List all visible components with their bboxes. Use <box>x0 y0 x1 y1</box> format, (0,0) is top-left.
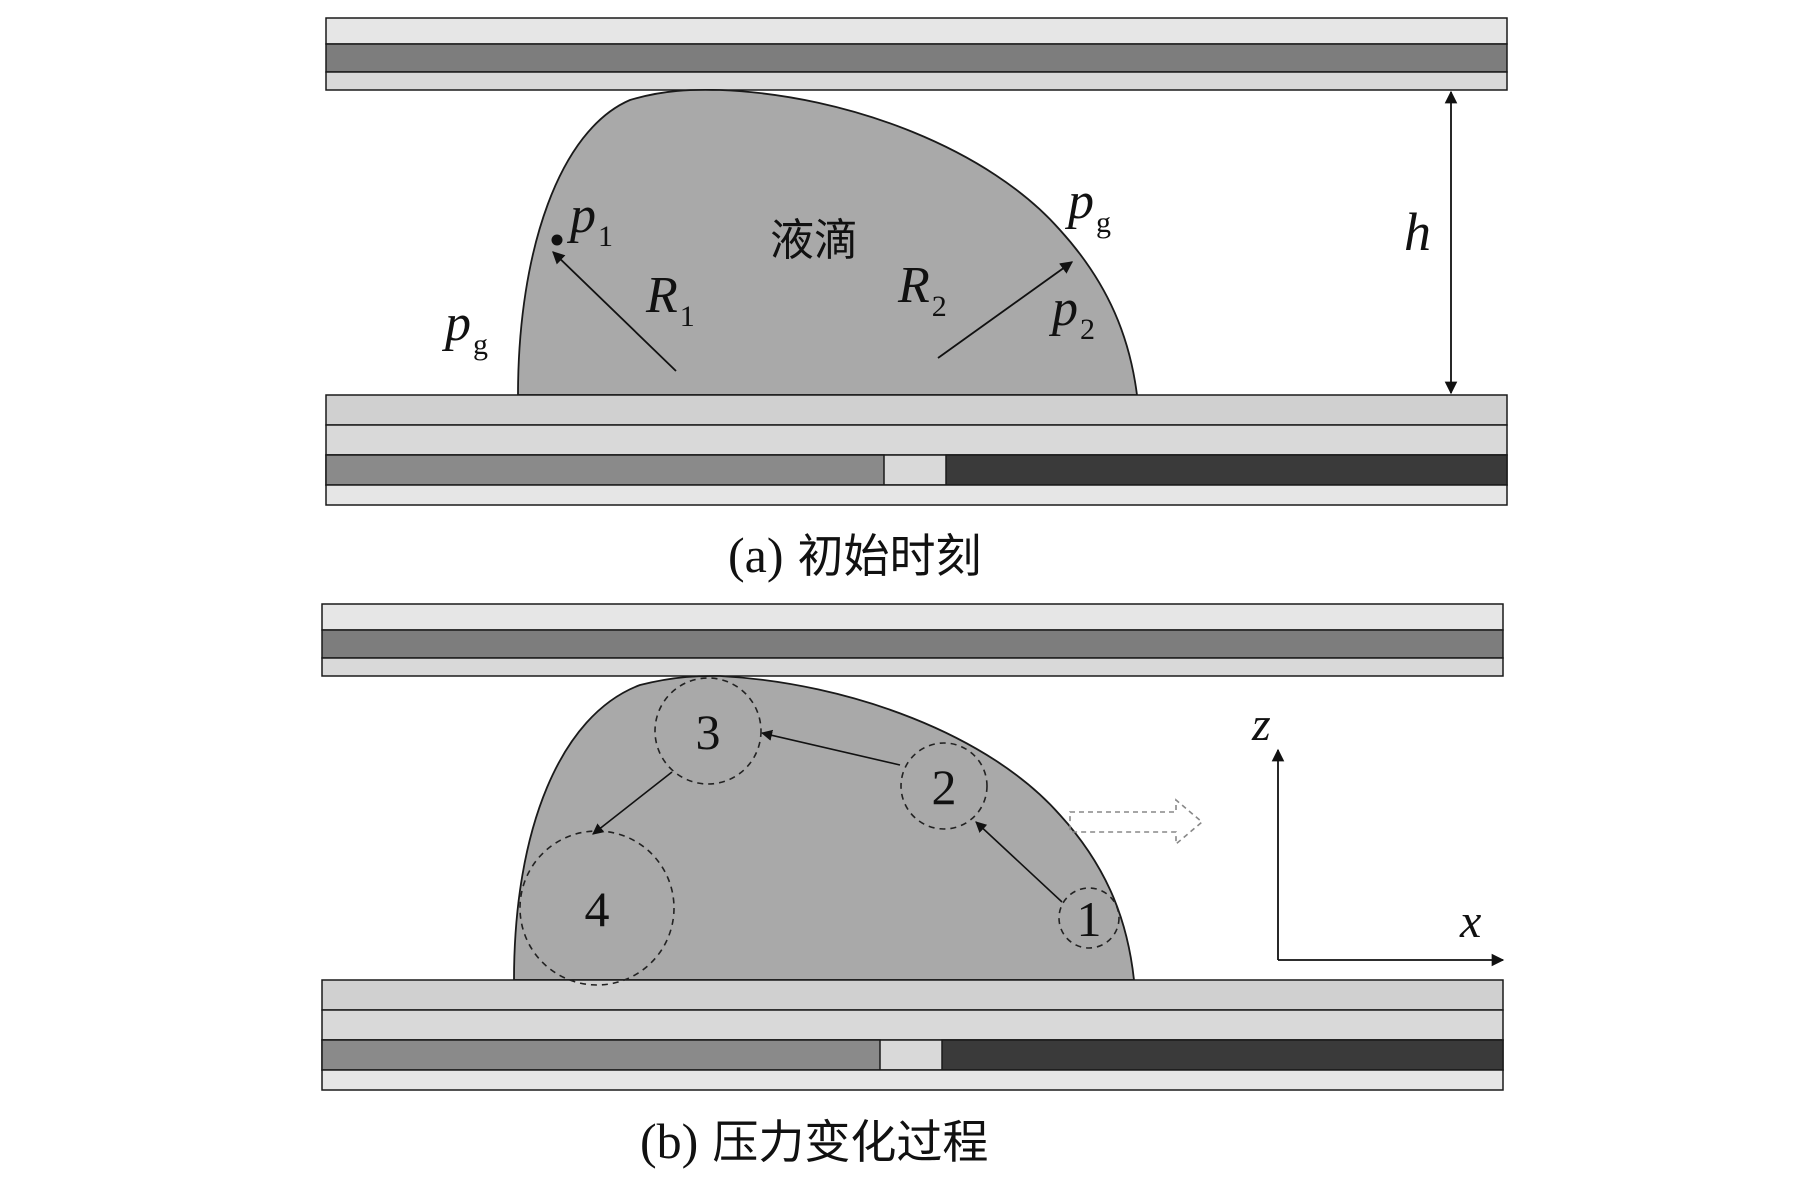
r2-label: R2 <box>897 257 947 323</box>
caption-a: (a)初始时刻 <box>728 527 982 583</box>
r1-label: R1 <box>645 267 695 333</box>
region-label-3: 3 <box>696 704 721 760</box>
top-plate <box>325 17 1508 91</box>
p1-point <box>551 234 563 246</box>
panel-a: 液滴 pg p1 R1 R2 pg p2 h (a)初始时刻 <box>325 17 1508 583</box>
region-label-1: 1 <box>1077 891 1102 947</box>
droplet-shape-b <box>513 675 1136 981</box>
arrow-2-to-3 <box>760 729 901 766</box>
region-label-4: 4 <box>585 881 610 937</box>
top-plate-b <box>321 603 1504 677</box>
p-gas-right-label: pg <box>1064 173 1111 239</box>
p-gas-left-label: pg <box>441 295 488 361</box>
region-label-2: 2 <box>932 759 957 815</box>
r2-arrow <box>937 261 1074 359</box>
p1-label: p1 <box>566 187 613 253</box>
region-circle-1 <box>1058 887 1120 949</box>
arrow-3-to-4 <box>592 771 673 835</box>
bottom-plate-b <box>321 979 1504 1091</box>
h-label: h <box>1404 202 1431 262</box>
region-circle-2 <box>900 742 988 830</box>
p2-label: p2 <box>1048 280 1095 346</box>
arrow-1-to-2 <box>975 821 1063 903</box>
droplet-label: 液滴 <box>770 215 858 266</box>
z-axis-label: z <box>1251 698 1271 751</box>
r1-arrow <box>552 251 677 372</box>
bottom-plate <box>325 394 1508 506</box>
region-circle-4 <box>519 830 675 986</box>
coordinate-axes: z x <box>1251 698 1505 967</box>
x-axis-label: x <box>1459 895 1481 948</box>
motion-direction-arrow <box>1069 798 1204 846</box>
droplet-shape <box>517 88 1139 396</box>
panel-b: 1 2 3 4 z x (b)压力变化过程 <box>321 603 1505 1169</box>
caption-b: (b)压力变化过程 <box>640 1113 988 1169</box>
